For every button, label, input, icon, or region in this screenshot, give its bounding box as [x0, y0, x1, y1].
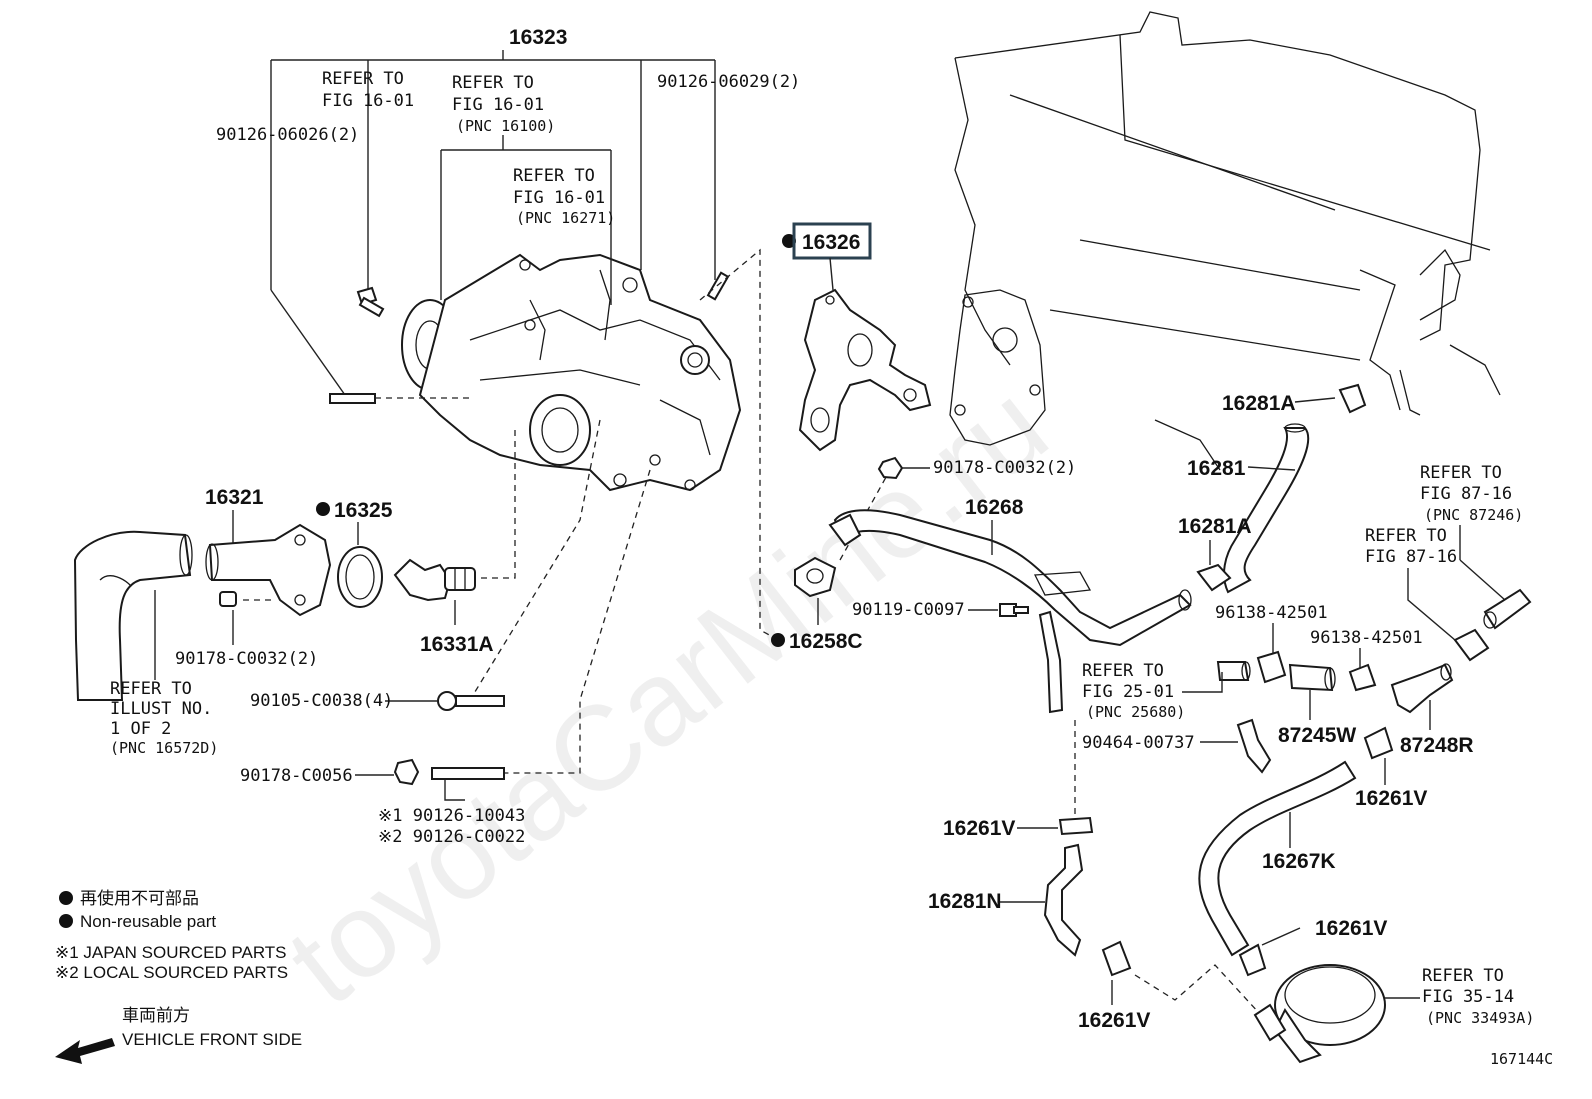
refer-label: REFER TO — [110, 679, 192, 699]
figure-number: 167144C — [1490, 1050, 1553, 1068]
refer-fig-label: FIG 35-14 — [1422, 987, 1514, 1007]
refer-label: REFER TO — [322, 69, 404, 89]
legend: 再使用不可部品 Non-reusable part ※1 JAPAN SOURC… — [55, 888, 302, 1064]
legend-dot — [59, 914, 73, 928]
engine-block-drawing — [949, 11, 1501, 471]
label-16261V: 16261V — [1315, 917, 1387, 940]
water-pump-drawing — [401, 253, 742, 492]
dashed-leader-lines — [243, 248, 1271, 1026]
label-16281A: 16281A — [1178, 515, 1252, 538]
label-16281N: 16281N — [928, 890, 1002, 913]
front-direction-arrow-icon — [55, 1038, 115, 1064]
label-16326[interactable]: 16326 — [802, 231, 860, 254]
label-16325: 16325 — [334, 499, 393, 522]
refer-pnc-label: (PNC 16271) — [516, 209, 615, 227]
stud-drawing — [431, 767, 505, 780]
clamp-96138-drawing — [1348, 663, 1377, 692]
label-90119-C0097: 90119-C0097 — [852, 600, 965, 620]
label-90178-C0032: 90178-C0032(2) — [933, 458, 1076, 478]
clamp-16261V-drawing — [1363, 726, 1394, 760]
legend-local-sourced: ※2 LOCAL SOURCED PARTS — [55, 963, 288, 982]
label-90105-C0038: 90105-C0038(4) — [250, 691, 393, 711]
refer-label: REFER TO — [452, 73, 534, 93]
hose-87246-drawing — [1483, 588, 1532, 630]
gasket-16325-drawing — [337, 546, 383, 608]
label-96138-42501: 96138-42501 — [1310, 628, 1423, 648]
label-87245W: 87245W — [1278, 724, 1356, 747]
bolt-90119-drawing — [999, 603, 1029, 617]
bolt-drawings — [329, 271, 730, 404]
thermostat-16331A-drawing — [393, 558, 476, 602]
legend-nonreusable-en: Non-reusable part — [80, 912, 216, 931]
label-16323: 16323 — [509, 26, 567, 49]
legend-japan-sourced: ※1 JAPAN SOURCED PARTS — [55, 943, 287, 962]
refer-pnc-label: (PNC 16100) — [456, 117, 555, 135]
hose-16267K-drawing — [1198, 760, 1357, 957]
legend-front-en: VEHICLE FRONT SIDE — [122, 1030, 302, 1049]
label-90126-06029: 90126-06029(2) — [657, 72, 800, 92]
hose-87245W-drawing — [1216, 650, 1336, 692]
refer-fig-label: FIG 16-01 — [322, 91, 414, 111]
legend-front-jp: 車両前方 — [122, 1006, 190, 1025]
refer-pnc-label: (PNC 25680) — [1086, 703, 1185, 721]
label-16261V: 16261V — [943, 817, 1015, 840]
label-96138-42501: 96138-42501 — [1215, 603, 1328, 623]
label-16321: 16321 — [205, 486, 264, 509]
nonreusable-dot — [771, 633, 785, 647]
refer-label: REFER TO — [1365, 526, 1447, 546]
label-16281A: 16281A — [1222, 392, 1296, 415]
label-16261V: 16261V — [1078, 1009, 1150, 1032]
refer-fig-label: FIG 87-16 — [1420, 484, 1512, 504]
pipe-16268-drawing — [794, 509, 1192, 714]
hose-16281-drawing — [1196, 383, 1367, 594]
oil-cooler-drawing — [1238, 943, 1386, 1064]
hose-16281N-drawing — [1043, 816, 1132, 977]
nut-90178-C0032-drawing — [877, 456, 904, 480]
hose-left-drawing — [73, 530, 193, 701]
label-16267K: 16267K — [1262, 850, 1336, 873]
gasket-16326-drawing — [798, 288, 932, 452]
legend-dot — [59, 891, 73, 905]
label-90178-C0032: 90178-C0032(2) — [175, 649, 318, 669]
refer-fig-label: FIG 16-01 — [513, 188, 605, 208]
refer-label: ILLUST NO. — [110, 699, 212, 719]
label-90126-C0022: ※2 90126-C0022 — [378, 827, 525, 847]
refer-fig-label: FIG 16-01 — [452, 95, 544, 115]
refer-label: REFER TO — [1422, 966, 1504, 986]
label-16268: 16268 — [965, 496, 1024, 519]
water-outlet-16321-drawing — [205, 523, 332, 617]
label-90126-10043: ※1 90126-10043 — [378, 806, 525, 826]
refer-pnc-label: (PNC 33493A) — [1426, 1009, 1534, 1027]
label-90178-C0056: 90178-C0056 — [240, 766, 353, 786]
label-16331A: 16331A — [420, 633, 494, 656]
refer-label: REFER TO — [1082, 661, 1164, 681]
clamp-drawing — [1453, 628, 1490, 662]
refer-label: REFER TO — [1420, 463, 1502, 483]
label-16281: 16281 — [1187, 457, 1246, 480]
clip-90464-drawing — [1236, 718, 1272, 774]
refer-fig-label: FIG 25-01 — [1082, 682, 1174, 702]
label-90464-00737: 90464-00737 — [1082, 733, 1195, 753]
refer-fig-label: FIG 87-16 — [1365, 547, 1457, 567]
legend-nonreusable-jp: 再使用不可部品 — [80, 888, 199, 908]
bracket-16323 — [270, 50, 716, 396]
highlight-box-16326[interactable] — [792, 222, 872, 260]
joint-87248R-drawing — [1390, 663, 1454, 714]
refer-label: REFER TO — [513, 166, 595, 186]
label-16261V: 16261V — [1355, 787, 1427, 810]
refer-pnc-label: (PNC 16572D) — [110, 739, 218, 757]
refer-label: 1 OF 2 — [110, 719, 171, 739]
nonreusable-dot — [316, 502, 330, 516]
label-90126-06026: 90126-06026(2) — [216, 125, 359, 145]
label-87248R: 87248R — [1400, 734, 1474, 757]
nut-90178-C0056-drawing — [393, 758, 420, 786]
label-16258C: 16258C — [789, 630, 863, 653]
bolt-90105-drawing — [437, 691, 505, 711]
refer-pnc-label: (PNC 87246) — [1424, 506, 1523, 524]
